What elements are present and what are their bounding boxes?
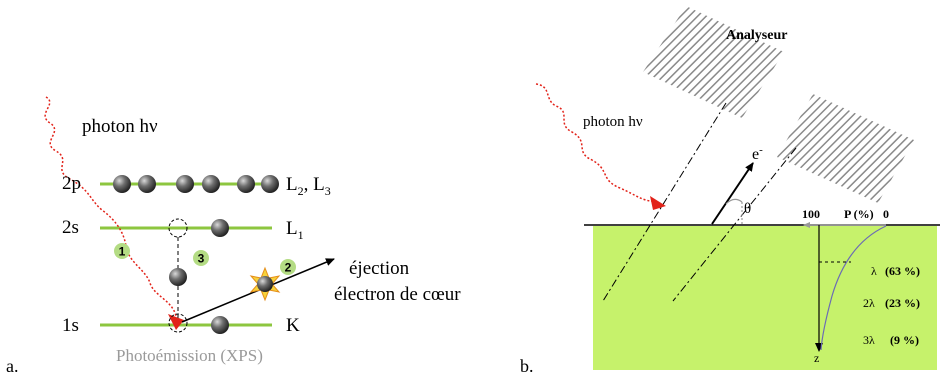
- shell-l23-label: L2, L3: [286, 174, 331, 198]
- depth-lambda-1: λ: [871, 264, 877, 278]
- electron-2p-5: [237, 175, 255, 193]
- caption-a: Photoémission (XPS): [116, 346, 263, 365]
- electron-2p-4: [202, 175, 220, 193]
- ejection-label-line2: électron de cœur: [334, 284, 461, 305]
- step-badge-1: 1: [114, 243, 130, 259]
- vacancy-1s: [168, 313, 188, 333]
- analyser-label: Analyseur: [726, 28, 787, 43]
- photon-wave-b: [535, 83, 657, 203]
- electron-2s: [211, 219, 229, 237]
- depth-value-3: (9 %): [890, 333, 919, 347]
- level-2s-label: 2s: [62, 217, 79, 238]
- depth-value-2: (23 %): [885, 296, 920, 310]
- depth-lambda-2: 2λ: [863, 296, 875, 310]
- level-1s-label: 1s: [62, 315, 79, 336]
- step-badge-3: 3: [193, 250, 209, 266]
- depth-lambda-3: 3λ: [863, 333, 875, 347]
- panel-a: 1 3 2 photon hν 2p 2s 1s L2, L3 L1 K éje…: [6, 96, 461, 374]
- electron-label: e-: [752, 144, 763, 163]
- panel-b: Analyseur photon hν e- θ 100 P (%) 0 λ (…: [520, 6, 940, 374]
- electron-falling: [169, 268, 187, 286]
- ejection-label-line1: éjection: [349, 258, 410, 279]
- theta-label: θ: [744, 201, 751, 217]
- analyser-line-2: [672, 147, 797, 302]
- p-axis-right-label: 0: [883, 207, 889, 221]
- shell-l1-label: L1: [286, 218, 304, 242]
- photon-arrowhead-b: [650, 196, 666, 210]
- vacancy-2s: [168, 218, 188, 238]
- photon-label-a: photon hν: [82, 116, 158, 137]
- level-2p-label: 2p: [62, 173, 81, 194]
- step-badge-1-label: 1: [119, 245, 126, 259]
- electron-1s: [211, 316, 229, 334]
- sample-block: [593, 226, 937, 370]
- photon-wave-a: [44, 96, 177, 317]
- analyser-line-1: [602, 102, 727, 302]
- electron-2p-6: [261, 175, 279, 193]
- electron-arrow: [711, 162, 754, 225]
- shell-k-label: K: [286, 315, 300, 336]
- photon-arrowhead-a: [168, 314, 184, 330]
- step-badge-2-label: 2: [285, 261, 292, 275]
- decay-curve: [820, 225, 887, 351]
- ejected-electron: [249, 266, 281, 302]
- photon-label-b: photon hν: [583, 114, 643, 130]
- depth-value-1: (63 %): [885, 264, 920, 278]
- theta-arc: [725, 198, 743, 205]
- electron-2p-2: [138, 175, 156, 193]
- step-badge-3-label: 3: [198, 252, 205, 266]
- z-axis-label: z: [814, 351, 819, 365]
- electron-2p-3: [176, 175, 194, 193]
- analyser-block-1: [643, 6, 784, 118]
- step-badge-2: 2: [280, 259, 296, 275]
- p-axis-title: P (%): [844, 207, 874, 221]
- electron-2p-1: [113, 175, 131, 193]
- p-axis-left-label: 100: [802, 207, 820, 221]
- analyser-block-2: [777, 94, 914, 203]
- panel-b-label: b.: [520, 356, 534, 374]
- panel-a-label: a.: [6, 356, 19, 374]
